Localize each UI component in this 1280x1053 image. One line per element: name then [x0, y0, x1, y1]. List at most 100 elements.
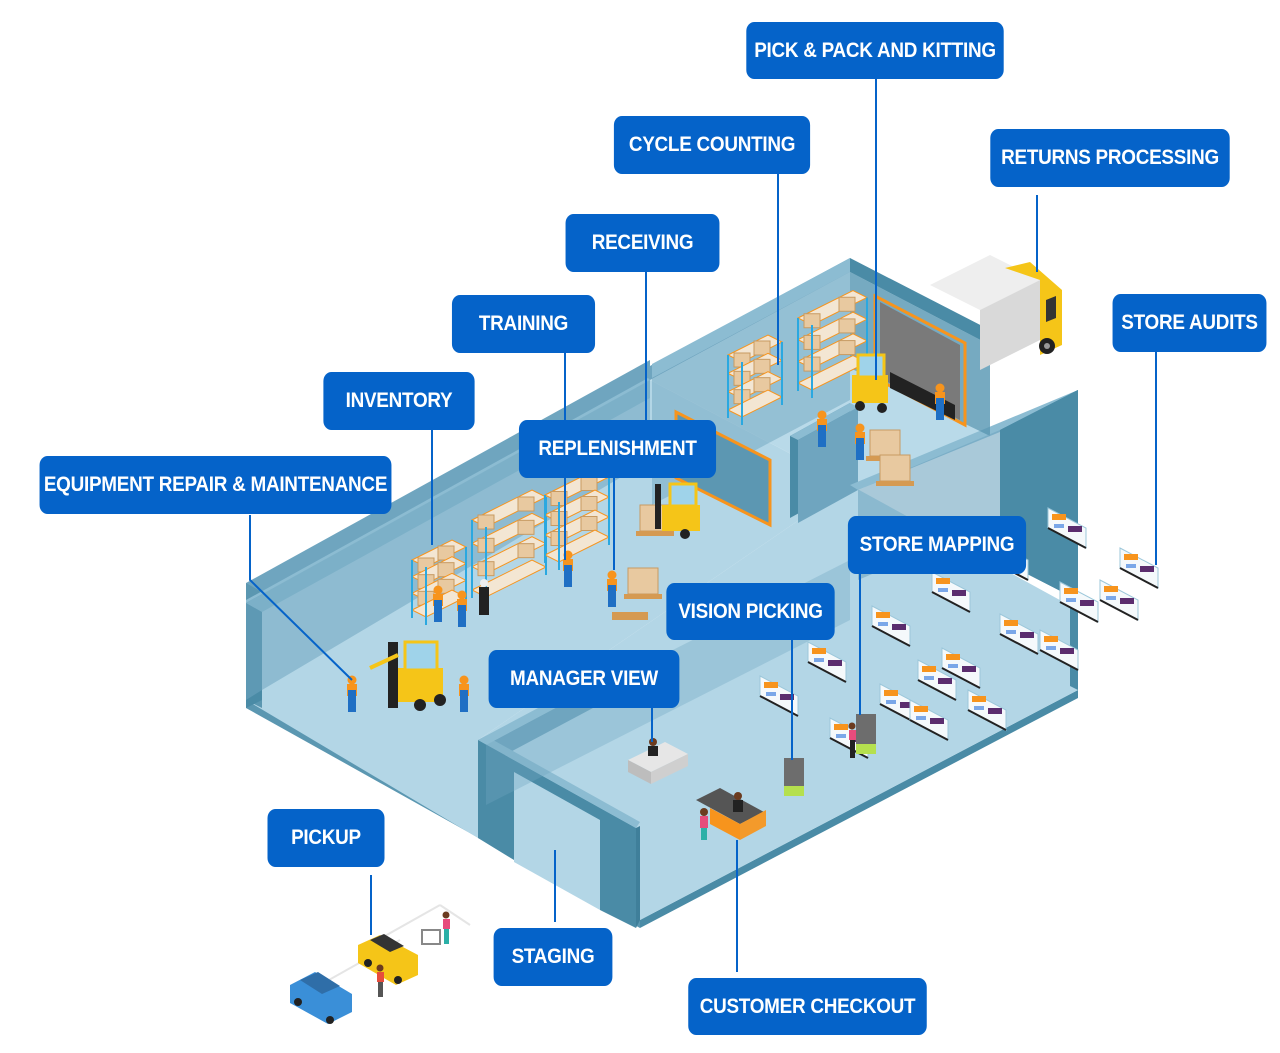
staging-wall-right-face — [636, 826, 640, 928]
shelf-products — [1080, 600, 1094, 606]
box-stack — [627, 567, 659, 595]
shopper-legs — [850, 740, 855, 758]
shelf-products — [1004, 620, 1018, 626]
box — [477, 514, 495, 530]
counter-front — [710, 808, 740, 840]
shelf-products — [1054, 524, 1064, 528]
box — [517, 543, 535, 559]
label-replenishment[interactable]: REPLENISHMENT — [518, 420, 717, 478]
worker-overalls — [460, 690, 468, 696]
forklift-warehouse — [655, 482, 700, 539]
receiving-wall-left-face — [652, 258, 850, 378]
worker — [347, 675, 357, 712]
label-text: STAGING — [511, 945, 595, 968]
shelf-products — [1140, 566, 1154, 572]
box-stack — [869, 429, 901, 457]
label-text: CUSTOMER CHECKOUT — [699, 994, 916, 1018]
shelf-products — [922, 666, 936, 672]
shelf-products — [1064, 588, 1078, 594]
customer-body — [700, 816, 708, 828]
pallet — [636, 531, 674, 536]
retail-shelf — [1099, 579, 1139, 621]
shelf-base — [871, 625, 911, 647]
shelf-products — [814, 658, 824, 662]
retail-shelf — [917, 659, 957, 701]
supervisor — [479, 579, 489, 615]
label-staging[interactable]: STAGING — [493, 928, 613, 986]
shelf-products — [878, 622, 888, 626]
shelf-products — [812, 648, 826, 654]
staging-frame — [478, 740, 636, 928]
customer-legs — [701, 828, 707, 840]
worker-overalls — [458, 605, 466, 611]
label-receiving[interactable]: RECEIVING — [565, 214, 720, 272]
worker-legs — [460, 696, 468, 712]
forklift-wheel — [434, 694, 446, 706]
box — [838, 340, 856, 356]
label-pickup[interactable]: PICKUP — [267, 809, 385, 867]
box — [753, 358, 771, 374]
warehouse-racks — [410, 289, 914, 625]
shelf-products — [1104, 586, 1118, 592]
shelf-products — [962, 666, 976, 672]
retail-shelf — [1047, 507, 1087, 549]
label-customer-checkout[interactable]: CUSTOMER CHECKOUT — [688, 978, 927, 1035]
shelf-base — [909, 719, 949, 741]
box-stack — [879, 454, 911, 482]
label-text: INVENTORY — [345, 389, 453, 412]
shelf-products — [930, 718, 944, 724]
label-manager-view[interactable]: MANAGER VIEW — [488, 650, 680, 708]
worker-helmet — [433, 585, 443, 595]
shelf-products — [1020, 632, 1034, 638]
supervisor-body — [479, 587, 489, 615]
label-training[interactable]: TRAINING — [451, 295, 596, 353]
retail-shelf — [909, 699, 949, 741]
label-text: TRAINING — [478, 312, 569, 335]
label-inventory[interactable]: INVENTORY — [323, 372, 475, 430]
worker — [607, 570, 617, 607]
label-text: STORE MAPPING — [859, 533, 1015, 556]
desk-front — [628, 760, 651, 784]
label-equipment-repair-maintenance[interactable]: EQUIPMENT REPAIR & MAINTENANCE — [39, 456, 392, 514]
shelf-products — [972, 696, 986, 702]
label-vision-picking[interactable]: VISION PICKING — [666, 583, 835, 640]
forklift-body — [852, 375, 888, 403]
kiosk-1 — [784, 758, 804, 796]
workers — [347, 383, 945, 712]
forklift-mast — [655, 484, 661, 529]
shelf-products — [948, 664, 958, 668]
worker-legs — [608, 591, 616, 607]
storage-rack — [543, 469, 611, 570]
staging-top — [478, 736, 640, 828]
shelf-products — [884, 690, 898, 696]
worker-overalls — [348, 690, 356, 696]
receiving-wall-back-right — [850, 258, 990, 345]
shelf-products — [892, 624, 906, 630]
box — [838, 318, 856, 334]
shelf-products — [780, 694, 794, 700]
label-text: RETURNS PROCESSING — [1001, 146, 1219, 169]
yellow-car-roof — [370, 934, 404, 952]
worker-legs — [564, 571, 572, 587]
storage-rack — [726, 334, 784, 425]
label-store-mapping[interactable]: STORE MAPPING — [847, 516, 1027, 574]
box — [838, 296, 856, 312]
label-store-audits[interactable]: STORE AUDITS — [1112, 294, 1267, 352]
desk-top — [628, 742, 688, 772]
yellow-car — [358, 935, 418, 985]
shelf-products — [914, 706, 928, 712]
shelf-base — [1039, 649, 1079, 671]
label-text: MANAGER VIEW — [510, 667, 658, 690]
floor-edge-right — [640, 690, 1078, 928]
shelf-products — [834, 724, 848, 730]
label-cycle-counting[interactable]: CYCLE COUNTING — [613, 116, 811, 174]
kiosk-2 — [848, 714, 876, 758]
retail-shelf — [1039, 629, 1079, 671]
worker — [855, 423, 865, 460]
worker — [433, 585, 443, 622]
shelf-products — [924, 676, 934, 680]
label-returns-processing[interactable]: RETURNS PROCESSING — [990, 129, 1230, 187]
storage-rack — [470, 489, 548, 605]
shelf-base — [931, 591, 971, 613]
label-pick-pack-and-kitting[interactable]: PICK & PACK AND KITTING — [746, 22, 1004, 79]
